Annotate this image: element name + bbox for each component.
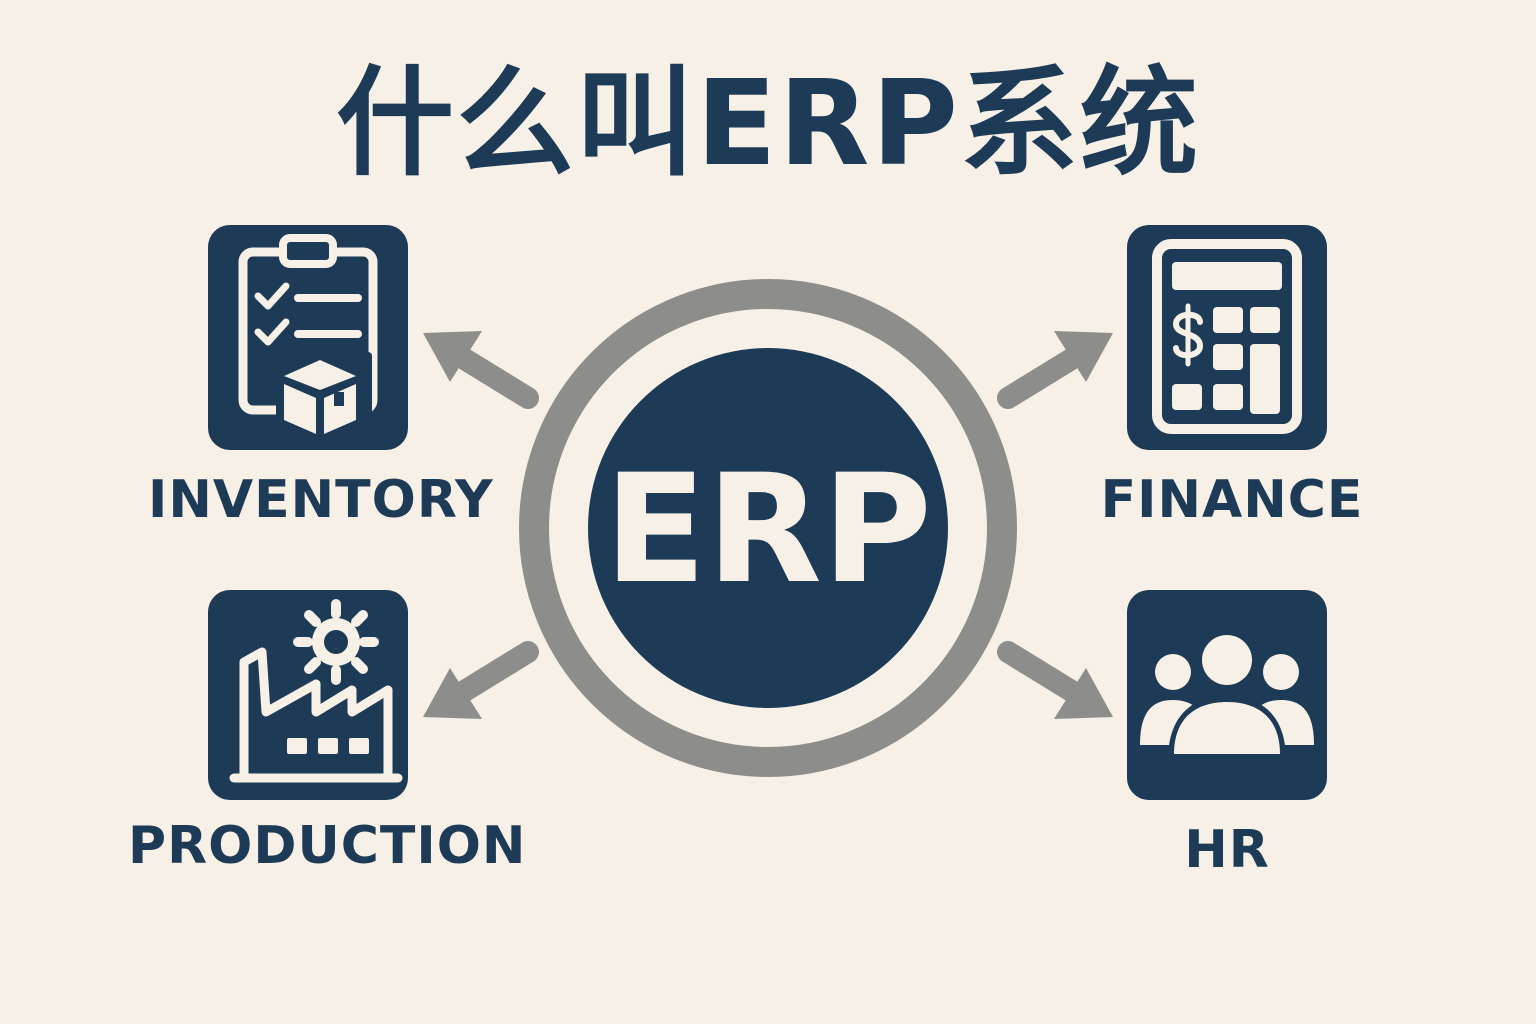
factory-gear-icon	[208, 590, 408, 800]
erp-center-label: ERP	[604, 443, 932, 617]
page-title: 什么叫ERP系统	[336, 54, 1200, 192]
erp-center-circle	[588, 348, 948, 708]
people-group-icon	[1127, 590, 1327, 800]
hr-label: HR	[1184, 820, 1270, 880]
finance-label: FINANCE	[1100, 470, 1364, 530]
production-label: PRODUCTION	[128, 816, 527, 876]
arrow-to-finance	[997, 331, 1113, 409]
clipboard-box-icon	[208, 225, 408, 450]
arrow-to-production	[423, 641, 539, 719]
arrow-to-inventory	[423, 331, 539, 409]
arrow-to-hr	[997, 641, 1113, 719]
erp-outer-ring	[519, 279, 1017, 777]
calculator-icon	[1127, 225, 1327, 450]
inventory-label: INVENTORY	[148, 470, 494, 530]
